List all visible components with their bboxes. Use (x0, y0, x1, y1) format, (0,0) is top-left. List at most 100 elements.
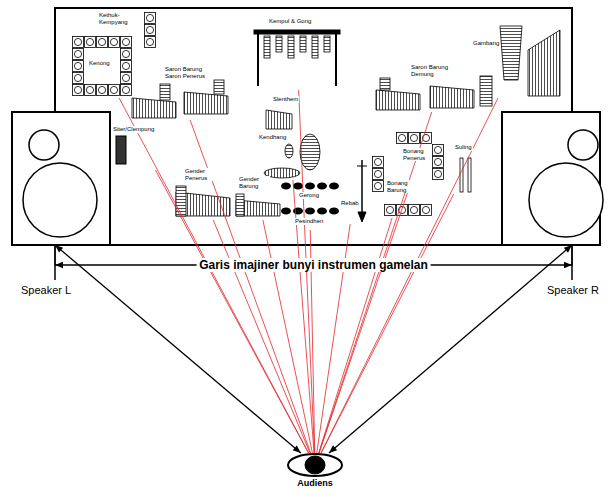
singer-ovals (293, 183, 303, 190)
speaker-right-drawing (502, 112, 603, 245)
singer-ovals (305, 208, 315, 215)
siter-drawing (116, 136, 126, 164)
arrow-head (55, 262, 63, 268)
slenthem-drawing (266, 110, 292, 129)
connector-path (319, 112, 432, 453)
singer-ovals (305, 183, 315, 190)
suling-drawing (460, 158, 463, 192)
audience-eye-drawing (288, 454, 342, 476)
singer-ovals (329, 208, 339, 215)
connector-path (213, 220, 310, 453)
sound-line (155, 170, 308, 453)
saron-drawing (132, 98, 176, 118)
instrument-area: Gerong (280, 178, 340, 204)
gender-drawing (176, 186, 280, 216)
instrument-area: Pesindhen (280, 204, 340, 230)
bonang-pots (372, 156, 384, 192)
instrument-area: Gender Barung (234, 174, 282, 220)
speaker-stem (55, 245, 572, 280)
audience-eye: Audiens (287, 453, 343, 477)
gambang-drawing (500, 26, 522, 80)
instrument-label: Kendhang (258, 134, 287, 141)
singer-ovals (329, 183, 339, 190)
instrument-label: Pesindhen (294, 218, 324, 225)
kendhang-drawing (285, 144, 293, 158)
instrument-area: Gender Penerus (172, 166, 232, 220)
instrument-label: Gerong (298, 192, 320, 199)
arrow-head (293, 445, 301, 453)
edge-label: Garis imajiner bunyi instrumen gamelan (196, 258, 431, 272)
instrument-label: Rebab (340, 200, 360, 207)
rebab-drawing (357, 160, 367, 222)
singer-ovals (281, 208, 291, 215)
kethuk-kempyang-pots (144, 12, 156, 48)
kempul-gong-drawing (324, 36, 330, 52)
siter-drawing (116, 136, 126, 164)
kempul-gong-drawing (264, 36, 270, 58)
demung-drawing (376, 90, 420, 110)
kenong-pots (72, 84, 132, 96)
instrument-label: Gambang (472, 40, 500, 47)
arrow-line (55, 245, 301, 453)
instrument-area: Rebab (340, 158, 370, 224)
kenong-pots (72, 36, 132, 48)
instrument-area: Siter/Clempung (110, 124, 176, 170)
rebab-drawing (361, 160, 363, 214)
demung-drawing (380, 78, 390, 90)
instrument-area: Kethuk-Kempyang (98, 10, 142, 36)
speaker-left-drawing (12, 112, 110, 245)
kempul-gong-drawing (254, 30, 340, 86)
caption-label: Audiens (296, 479, 334, 489)
speaker-box: Speaker R (502, 112, 600, 245)
speaker-left-drawing (29, 130, 59, 160)
audience-eye-drawing (288, 454, 342, 476)
speaker-left-drawing (23, 163, 97, 237)
instrument-label: Slenthem (272, 96, 299, 103)
connector-path (55, 245, 301, 453)
singer-ovals (281, 183, 339, 215)
instrument-area: Kenong (68, 34, 136, 98)
connector-path (155, 170, 308, 453)
connector-path (319, 182, 411, 453)
instrument-area: Kempul & Gong (252, 16, 342, 90)
speaker-right-drawing (529, 163, 603, 237)
sound-line (263, 220, 313, 453)
bonang-pots (396, 132, 432, 144)
kempul-gong-drawing (300, 36, 306, 52)
rebab-drawing (358, 212, 366, 222)
audience-eye-drawing (305, 456, 325, 474)
instrument-label: Suling (454, 144, 473, 151)
kenong-pots (72, 36, 132, 96)
instrument-label: Gender Barung (238, 176, 270, 189)
instrument-area: Bonang Penerus (394, 130, 446, 182)
kempul-gong-drawing (288, 36, 294, 58)
kempul-gong-drawing (264, 36, 330, 58)
sound-line (213, 220, 310, 453)
speaker-box: Speaker L (12, 112, 110, 245)
kethuk-kempyang-pots (144, 12, 156, 48)
connector-path (119, 98, 309, 453)
singer-ovals (317, 183, 327, 190)
instrument-label: Kethuk-Kempyang (98, 12, 134, 25)
saron-drawing (184, 92, 228, 114)
demung-drawing (430, 86, 474, 108)
instrument-area: Kendhang (256, 130, 326, 180)
connector-path (329, 245, 572, 453)
instrument-area: Suling (452, 142, 482, 194)
arrow-head (329, 445, 337, 453)
instrument-label: Kenong (88, 60, 111, 67)
arrow-head (55, 245, 63, 253)
kendhang-drawing (300, 134, 320, 170)
instrument-label: Saron Barung Saron Penerus (164, 66, 210, 79)
singer-ovals (293, 208, 303, 215)
kenong-pots (72, 48, 84, 84)
speaker-right-drawing (568, 130, 598, 160)
slenthem-drawing (266, 110, 292, 129)
instrument-label: Kempul & Gong (268, 18, 312, 25)
instrument-label: Siter/Clempung (112, 126, 155, 133)
suling-drawing (468, 158, 471, 192)
kempul-gong-drawing (257, 34, 259, 86)
gender-drawing (236, 194, 244, 216)
